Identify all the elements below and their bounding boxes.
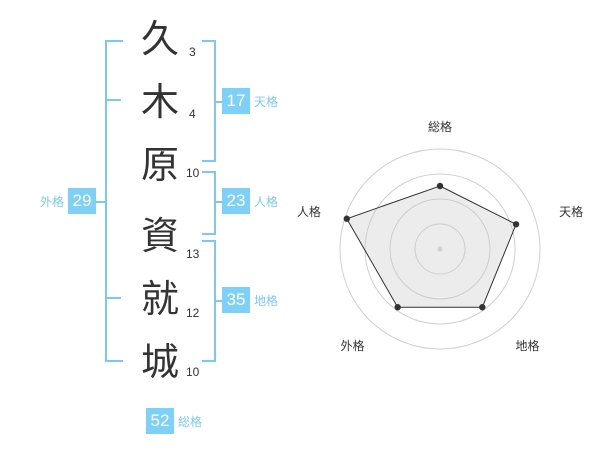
radar-grid-ring-3 [364,173,516,325]
jinkaku-badge: 23 人格 [222,188,278,214]
gaikaku-label: 外格 [40,194,65,209]
stroke-count-5: 12 [186,306,200,320]
stroke-count-4: 13 [186,247,200,261]
radar-axis-label-5: 人格 [297,204,321,219]
soukaku-badge: 52 総格 [146,408,202,434]
name-char-4: 資 [140,214,179,258]
tenkaku-label: 天格 [254,94,279,109]
stroke-count-6: 10 [186,365,200,379]
radar-axis-label-3: 地格 [516,338,540,353]
radar-point-1 [436,182,444,190]
jinkaku-score: 23 [222,188,250,214]
stroke-count-1: 3 [189,45,196,59]
radar-point-3 [479,304,486,311]
gaikaku-bracket [105,40,123,362]
jinkaku-bracket [202,171,216,235]
name-char-1: 久 [140,17,179,61]
tenkaku-badge: 17 天格 [222,88,278,114]
name-char-6: 城 [140,340,179,384]
gaikaku-score: 29 [68,188,97,214]
gaikaku-bracket-tick-1 [105,99,121,101]
jinkaku-label: 人格 [254,194,279,209]
radar-grid-ring-2 [389,198,491,300]
gaikaku-connector [92,201,105,203]
tenkaku-score: 17 [222,88,250,114]
soukaku-label: 総格 [178,414,203,429]
jinkaku-connector [214,201,222,203]
soukaku-score: 52 [146,408,174,434]
name-char-2: 木 [140,80,179,124]
gaikaku-bracket-tick-2 [105,297,121,299]
radar-series-polygon [346,185,517,308]
radar-grid-ring-4 [339,148,541,350]
stroke-count-3: 10 [186,166,200,180]
radar-axis-label-2: 天格 [559,204,583,219]
name-char-5: 就 [140,277,179,321]
gaikaku-badge: 外格 29 [40,188,97,214]
radar-point-4 [394,304,401,311]
stroke-count-2: 4 [189,107,196,121]
chikaku-connector [214,300,222,302]
tenkaku-connector [214,101,222,103]
name-char-3: 原 [140,143,179,187]
chikaku-badge: 35 地格 [222,287,278,313]
radar-point-5 [343,215,350,222]
radar-axis-label-4: 外格 [340,338,364,353]
radar-grid-ring-1 [414,223,466,275]
chikaku-score: 35 [222,287,250,313]
radar-point-2 [512,221,520,228]
chikaku-label: 地格 [254,293,279,308]
radar-axis-label-1: 総格 [428,119,452,134]
radar-center-dot [437,246,443,252]
